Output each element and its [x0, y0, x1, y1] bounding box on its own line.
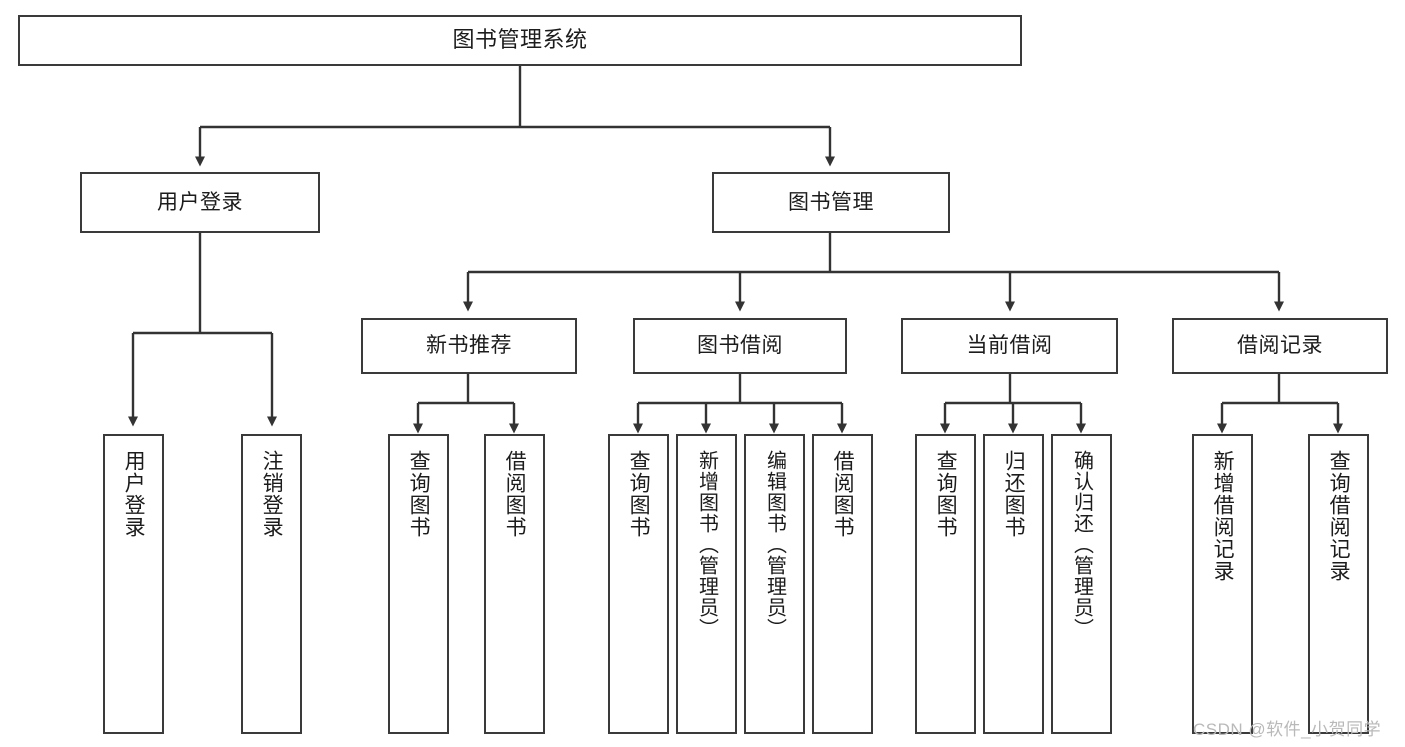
node-label: 查询图书 [627, 450, 651, 538]
node-label: 归还图书 [1002, 450, 1026, 538]
node-label: 用户登录 [122, 450, 146, 538]
node-label: 图书管理 [788, 190, 874, 214]
node-label: 查询借阅记录 [1327, 450, 1351, 582]
node-label: 查询图书 [934, 450, 958, 538]
node-root-system[interactable]: 图书管理系统 [18, 15, 1022, 66]
node-label: 借阅图书 [503, 450, 527, 538]
node-label: 借阅记录 [1237, 334, 1323, 358]
node-user-login[interactable]: 用户登录 [80, 172, 320, 233]
node-label: 当前借阅 [966, 334, 1053, 358]
node-label: 确认归还（管理员） [1070, 450, 1093, 639]
node-label: 新增借阅记录 [1211, 450, 1235, 582]
node-borrow-record[interactable]: 借阅记录 [1172, 318, 1388, 374]
leaf-borrow-borrow-book[interactable]: 借阅图书 [812, 434, 873, 734]
node-label: 查询图书 [407, 450, 431, 538]
csdn-watermark: CSDN @软件_小贺同学 [1193, 720, 1382, 739]
node-label: 新增图书（管理员） [695, 450, 718, 639]
node-label: 图书管理系统 [452, 27, 588, 53]
leaf-current-return-book[interactable]: 归还图书 [983, 434, 1044, 734]
node-label: 新书推荐 [426, 334, 512, 358]
leaf-recommend-borrow-book[interactable]: 借阅图书 [484, 434, 545, 734]
node-label: 图书借阅 [697, 334, 783, 358]
leaf-record-query-record[interactable]: 查询借阅记录 [1308, 434, 1369, 734]
leaf-user-login-logout[interactable]: 注销登录 [241, 434, 302, 734]
leaf-borrow-edit-book-admin[interactable]: 编辑图书（管理员） [744, 434, 805, 734]
leaf-user-login-login[interactable]: 用户登录 [103, 434, 164, 734]
leaf-current-query-book[interactable]: 查询图书 [915, 434, 976, 734]
node-book-borrow[interactable]: 图书借阅 [633, 318, 847, 374]
node-new-book-recommend[interactable]: 新书推荐 [361, 318, 577, 374]
leaf-current-confirm-return-admin[interactable]: 确认归还（管理员） [1051, 434, 1112, 734]
node-label: 用户登录 [157, 190, 243, 214]
leaf-record-add-record[interactable]: 新增借阅记录 [1192, 434, 1253, 734]
leaf-borrow-add-book-admin[interactable]: 新增图书（管理员） [676, 434, 737, 734]
leaf-recommend-query-book[interactable]: 查询图书 [388, 434, 449, 734]
node-label: 注销登录 [260, 450, 284, 538]
leaf-borrow-query-book[interactable]: 查询图书 [608, 434, 669, 734]
node-label: 编辑图书（管理员） [763, 450, 786, 639]
node-book-management[interactable]: 图书管理 [712, 172, 950, 233]
node-current-borrow[interactable]: 当前借阅 [901, 318, 1118, 374]
node-label: 借阅图书 [831, 450, 855, 538]
